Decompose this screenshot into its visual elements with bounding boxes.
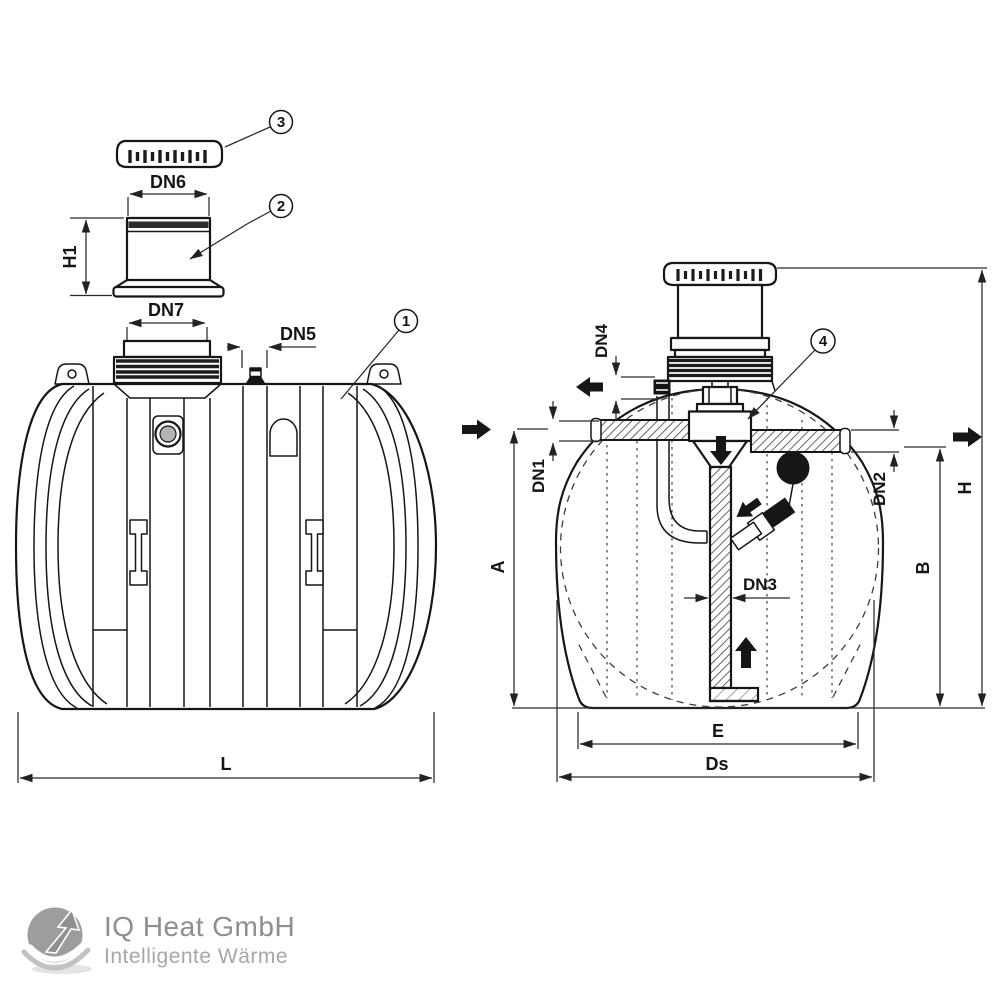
dn1-label: DN1 <box>529 459 548 493</box>
callout-1-leader <box>340 329 400 400</box>
ds-label: Ds <box>705 754 728 774</box>
section-dashed-body <box>559 388 880 708</box>
flow-arrow-inlet-icon <box>462 419 491 440</box>
callout-4-number: 4 <box>819 333 828 350</box>
dn4-label: DN4 <box>592 323 611 358</box>
extension-seal-band <box>128 221 209 228</box>
callout-3-number: 3 <box>277 114 285 131</box>
dn4-fitting <box>653 379 671 395</box>
callout-1-number: 1 <box>402 313 410 330</box>
tank-neck-collar <box>122 339 212 359</box>
logo-tagline: Intelligente Wärme <box>104 945 288 968</box>
callout-2-leader <box>246 210 272 225</box>
section-lid-ribs <box>676 269 763 281</box>
logo: IQ Heat GmbH Intelligente Wärme <box>21 907 295 974</box>
flow-arrow-down-icon <box>710 436 732 465</box>
callout-2-circle <box>268 193 294 219</box>
logo-arrow <box>44 908 81 954</box>
dn5-label: DN5 <box>280 324 316 344</box>
logo-company: IQ Heat GmbH <box>104 911 295 942</box>
lid-ribs <box>128 150 207 163</box>
callout-2-number: 2 <box>277 198 285 215</box>
inlet-drop-pipe <box>656 396 707 544</box>
flow-arrow-vent-icon <box>576 377 603 397</box>
callout-4-leader <box>747 349 816 420</box>
dn6-label: DN6 <box>150 172 186 192</box>
suction-foot <box>708 686 760 703</box>
float-valve-spout <box>729 521 763 551</box>
h-label: H <box>955 482 975 495</box>
dn7-label: DN7 <box>148 300 184 320</box>
extension-base-flange <box>112 285 225 298</box>
distributor-stub <box>701 385 739 406</box>
rib-notch-left <box>129 519 148 586</box>
outlet-pipe <box>750 429 843 453</box>
tank-section-view: DN4 DN1 DN2 DN3 A B H <box>488 260 987 782</box>
float-ball <box>776 451 810 485</box>
h1-label: H1 <box>60 245 80 268</box>
dn2-label: DN2 <box>870 472 889 506</box>
tank-outline <box>14 382 438 711</box>
inlet-pipe <box>599 419 691 441</box>
tank-rib-lines <box>92 386 358 707</box>
callout-3-circle <box>268 109 294 135</box>
b-label: B <box>913 562 933 575</box>
extension-part: DN6 H1 2 <box>60 172 294 298</box>
flow-arrow-outlet-icon <box>953 427 982 447</box>
arch-detail <box>269 418 298 457</box>
callout-1-circle <box>393 308 419 334</box>
callout-4-circle <box>810 328 836 354</box>
a-label: A <box>488 561 508 574</box>
logo-globe-icon <box>21 907 92 974</box>
section-dashed-ribs <box>606 398 833 700</box>
flow-arrow-up-icon <box>735 637 757 668</box>
lid-part: 3 <box>115 109 294 169</box>
l-label: L <box>221 754 232 774</box>
suction-pipe <box>708 465 733 690</box>
section-neck <box>676 283 764 340</box>
rib-notch-right <box>305 519 324 586</box>
e-label: E <box>712 721 724 741</box>
flow-arrow-valve-icon <box>736 497 762 518</box>
dn3-label: DN3 <box>743 575 777 594</box>
callout-3-leader <box>224 126 271 148</box>
tank-side-view: DN7 DN5 1 L <box>14 300 438 783</box>
